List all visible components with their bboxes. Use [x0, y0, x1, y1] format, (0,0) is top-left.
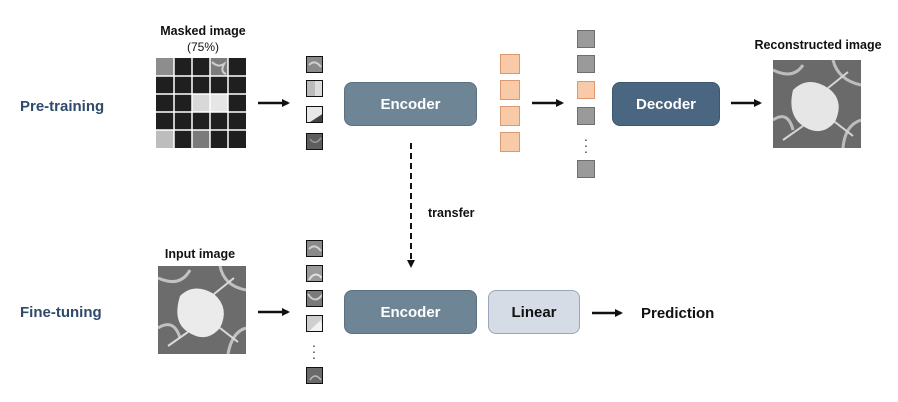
encoded-token: [500, 106, 520, 126]
input-patch: [306, 240, 323, 257]
input-patch: [306, 290, 323, 307]
mask-token: [577, 107, 595, 125]
mask-ratio-caption: (75%): [186, 40, 219, 54]
input-patch: [306, 315, 323, 332]
encoded-token: [500, 80, 520, 100]
decoder-block: Decoder: [612, 82, 720, 126]
reconstructed-ct-image: [773, 60, 861, 148]
pretraining-label: Pre-training: [20, 98, 105, 115]
ellipsis-icon: ···: [583, 131, 589, 159]
mask-token: [577, 160, 595, 178]
visible-patch: [306, 133, 323, 150]
input-image-caption: Input image: [164, 247, 236, 261]
masked-image-caption: Masked image: [160, 24, 246, 38]
masked-image-grid: [156, 58, 246, 148]
encoded-token: [500, 54, 520, 74]
prediction-label: Prediction: [641, 305, 715, 322]
encoded-token: [577, 81, 595, 99]
visible-patch: [306, 56, 323, 73]
encoded-token: [500, 132, 520, 152]
reconstructed-image-caption: Reconstructed image: [754, 38, 882, 52]
ellipsis-icon: ···: [311, 337, 317, 365]
visible-patch: [306, 80, 323, 97]
finetuning-label: Fine-tuning: [20, 304, 102, 321]
input-ct-image: [158, 266, 246, 354]
input-patch: [306, 367, 323, 384]
mask-token: [577, 55, 595, 73]
encoder-block-finetuning: Encoder: [344, 290, 477, 334]
mask-token: [577, 30, 595, 48]
linear-head-block: Linear: [488, 290, 580, 334]
encoder-block-pretraining: Encoder: [344, 82, 477, 126]
input-patch: [306, 265, 323, 282]
transfer-caption: transfer: [428, 206, 475, 220]
masked-image-svg: [156, 58, 246, 148]
visible-patch: [306, 106, 323, 123]
